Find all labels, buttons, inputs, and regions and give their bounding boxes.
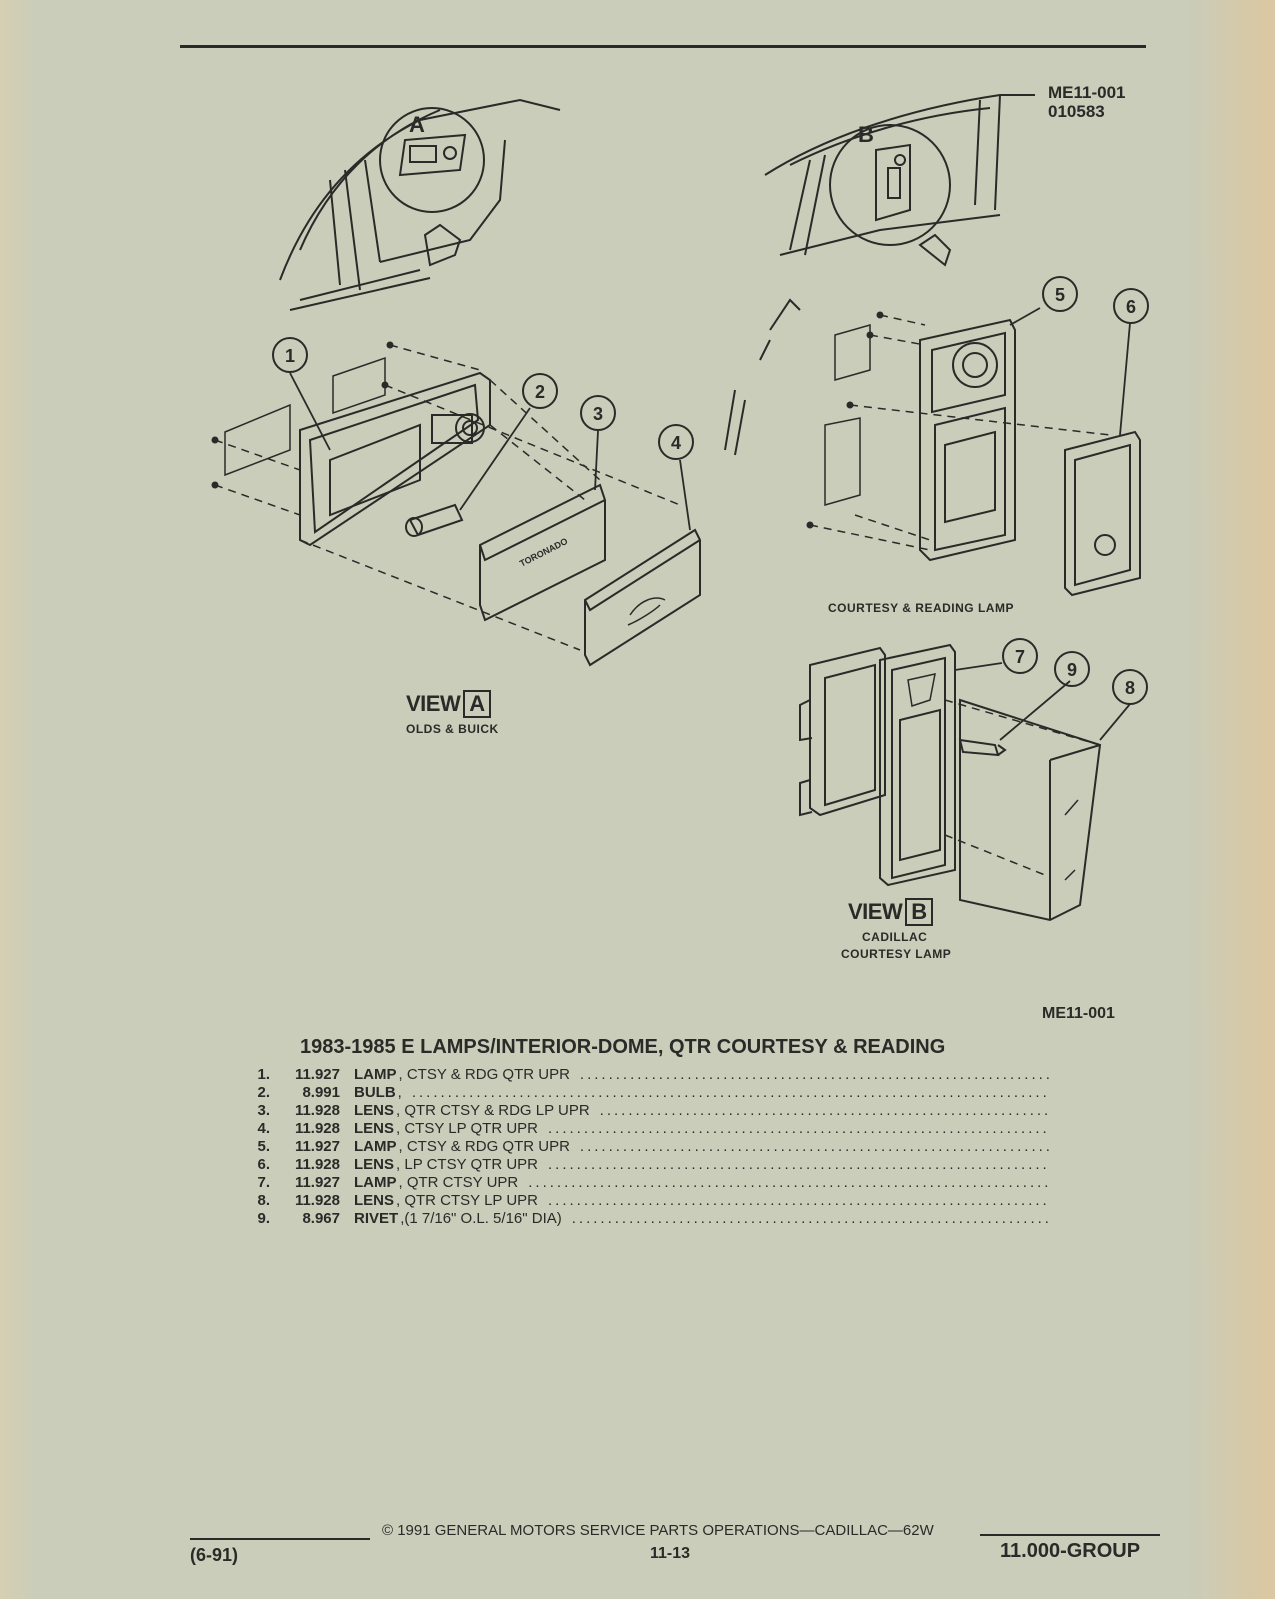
parts-row: 5. 11.927 LAMP, CTSY & RDG QTR UPR <box>240 1138 1050 1156</box>
part-catalog-number: 11.927 <box>294 1066 340 1083</box>
parts-row: 4. 11.928 LENS, CTSY LP QTR UPR <box>240 1120 1050 1138</box>
part-index: 6. <box>257 1156 270 1173</box>
dot-leader <box>548 1192 1050 1210</box>
part-name: RIVET <box>354 1210 399 1227</box>
part-name: LENS <box>354 1102 395 1119</box>
view-b-reading-lamp <box>806 311 1141 597</box>
part-name: LENS <box>354 1192 395 1209</box>
part-catalog-number: 8.991 <box>302 1084 340 1101</box>
part-description: ,(1 7/16" O.L. 5/16" DIA) <box>400 1210 562 1227</box>
lens-emblem-text: TORONADO <box>518 536 569 569</box>
callout-9: 9 <box>1067 660 1077 680</box>
footer-rule-right <box>980 1534 1160 1536</box>
callout-7: 7 <box>1015 647 1025 667</box>
part-name: LENS <box>354 1120 395 1137</box>
callout-4: 4 <box>671 433 681 453</box>
part-description: , QTR CTSY LP UPR <box>396 1192 538 1209</box>
part-catalog-number: 11.928 <box>294 1156 340 1173</box>
section-title: 1983-1985 E LAMPS/INTERIOR-DOME, QTR COU… <box>300 1036 946 1058</box>
part-catalog-number: 11.927 <box>294 1174 340 1191</box>
view-b-context <box>724 94 1035 456</box>
part-name: LENS <box>354 1156 395 1173</box>
part-index: 1. <box>257 1066 270 1083</box>
part-index: 7. <box>257 1174 270 1191</box>
parts-row: 7. 11.927 LAMP, QTR CTSY UPR <box>240 1174 1050 1192</box>
callout-5: 5 <box>1055 285 1065 305</box>
courtesy-reading-caption: COURTESY & READING LAMP <box>828 601 1014 615</box>
dot-leader <box>528 1174 1050 1192</box>
part-name: LAMP <box>354 1066 397 1083</box>
footer-group: 11.000-GROUP <box>1000 1540 1141 1562</box>
parts-row: 8. 11.928 LENS, QTR CTSY LP UPR <box>240 1192 1050 1210</box>
callout-8: 8 <box>1125 678 1135 698</box>
part-catalog-number: 11.928 <box>294 1102 340 1119</box>
part-description: , LP CTSY QTR UPR <box>396 1156 538 1173</box>
part-index: 4. <box>257 1120 270 1137</box>
detail-callout-b: B <box>858 122 874 147</box>
part-index: 9. <box>257 1210 270 1227</box>
parts-row: 2. 8.991 BULB, <box>240 1084 1050 1102</box>
parts-row: 1. 11.927 LAMP, CTSY & RDG QTR UPR <box>240 1066 1050 1084</box>
view-b-caption-line1: CADILLAC <box>862 930 928 944</box>
part-description: , CTSY & RDG QTR UPR <box>398 1138 570 1155</box>
callout-6: 6 <box>1126 297 1136 317</box>
parts-row: 9. 8.967 RIVET,(1 7/16" O.L. 5/16" DIA) <box>240 1210 1050 1228</box>
part-description: , CTSY & RDG QTR UPR <box>398 1066 570 1083</box>
part-description: , CTSY LP QTR UPR <box>396 1120 538 1137</box>
top-rule <box>180 45 1146 48</box>
footer-rule-left <box>190 1538 370 1540</box>
view-a-lamp <box>211 341 701 667</box>
part-name: LAMP <box>354 1138 397 1155</box>
part-index: 3. <box>257 1102 270 1119</box>
dot-leader <box>572 1210 1050 1228</box>
part-index: 8. <box>257 1192 270 1209</box>
view-b-cadillac-lamp <box>799 643 1102 922</box>
callout-2: 2 <box>535 382 545 402</box>
part-name: LAMP <box>354 1174 397 1191</box>
parts-row: 3. 11.928 LENS, QTR CTSY & RDG LP UPR <box>240 1102 1050 1120</box>
part-description: , <box>397 1084 402 1101</box>
view-b-caption-line2: COURTESY LAMP <box>841 947 952 961</box>
leader-lines <box>289 307 1131 741</box>
part-index: 5. <box>257 1138 270 1155</box>
footer-date: (6-91) <box>190 1545 239 1565</box>
dot-leader <box>412 1084 1050 1102</box>
dot-leader <box>548 1120 1050 1138</box>
view-a-context <box>279 98 561 311</box>
dot-leader <box>600 1102 1050 1120</box>
part-index: 2. <box>257 1084 270 1101</box>
figure-id-top: ME11-001 010583 <box>1048 83 1126 121</box>
part-description: , QTR CTSY UPR <box>398 1174 519 1191</box>
callout-1: 1 <box>285 346 295 366</box>
parts-row: 6. 11.928 LENS, LP CTSY QTR UPR <box>240 1156 1050 1174</box>
part-catalog-number: 11.928 <box>294 1192 340 1209</box>
footer-copyright: © 1991 GENERAL MOTORS SERVICE PARTS OPER… <box>382 1522 934 1539</box>
figure-id-bottom: ME11-001 <box>1042 1005 1115 1022</box>
part-catalog-number: 11.927 <box>294 1138 340 1155</box>
part-catalog-number: 11.928 <box>294 1120 340 1137</box>
part-description: , QTR CTSY & RDG LP UPR <box>396 1102 590 1119</box>
part-name: BULB <box>354 1084 396 1101</box>
exploded-diagram: 1 2 3 4 5 6 7 9 8 A B TORONADO <box>211 94 1149 922</box>
detail-callout-a: A <box>409 112 425 137</box>
view-a-caption: OLDS & BUICK <box>406 722 499 736</box>
dot-leader <box>548 1156 1050 1174</box>
dot-leader <box>580 1066 1050 1084</box>
footer-page-number: 11-13 <box>650 1545 691 1562</box>
callout-circles <box>272 276 1149 705</box>
callout-3: 3 <box>593 404 603 424</box>
dot-leader <box>580 1138 1050 1156</box>
part-catalog-number: 8.967 <box>302 1210 340 1227</box>
